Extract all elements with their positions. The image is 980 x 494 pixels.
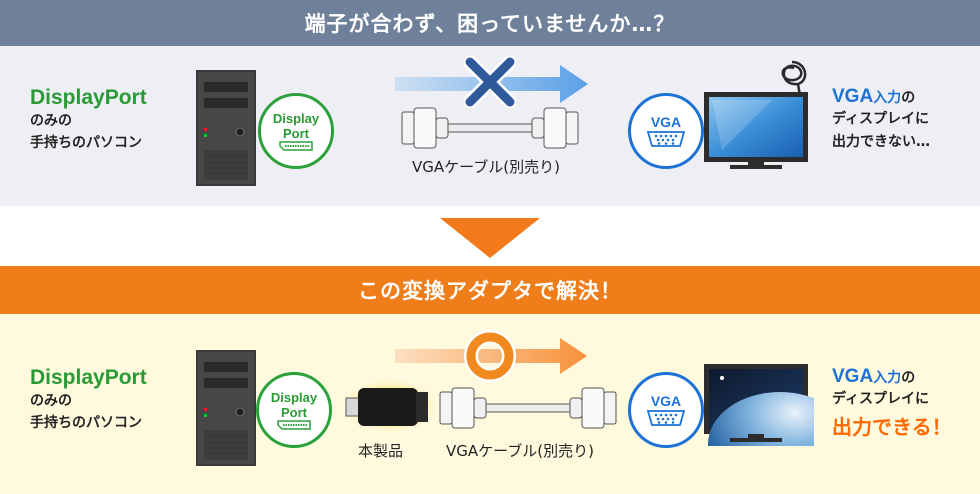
vga-badge-label: VGA — [650, 114, 682, 130]
no-label: の — [901, 90, 916, 106]
vga-port-icon — [646, 410, 686, 426]
dp-badge-line2: Port — [283, 126, 309, 141]
vga-cable-label: VGAケーブル(別売り) — [412, 158, 560, 176]
pc-tower-icon — [196, 70, 256, 186]
vga-badge: VGA — [628, 372, 704, 448]
circle-mark-icon — [464, 330, 516, 382]
vga-display-description-top: VGA入力の ディスプレイに 出力できない… — [832, 86, 930, 154]
problem-title: 端子が合わず、困っていませんか…？ — [0, 0, 980, 46]
pc-line2: 手持ちのパソコン — [30, 135, 142, 151]
cross-mark-icon — [464, 56, 516, 108]
vga-label: VGA — [832, 86, 874, 107]
vga-display-description-bottom: VGA入力の ディスプレイに 出力できる！ — [832, 366, 952, 440]
dp-badge-line1: Display — [270, 390, 318, 405]
down-arrow-icon — [440, 218, 540, 258]
pc-tower-icon — [196, 350, 256, 466]
displayport-connector-icon — [277, 420, 311, 430]
vga-cable-label: VGAケーブル(別売り) — [446, 442, 594, 460]
vga-cable-icon — [401, 107, 579, 149]
monitor-working-icon — [704, 364, 814, 446]
vga-cable-icon — [439, 387, 617, 429]
vga-label: VGA — [832, 366, 874, 387]
pc-line2: 手持ちのパソコン — [30, 415, 142, 431]
displayport-badge: Display Port — [256, 372, 332, 448]
pc-line1: のみの — [30, 393, 72, 409]
success-arrow-icon — [395, 338, 587, 374]
pc-line1: のみの — [30, 113, 72, 129]
no-label: の — [901, 370, 916, 386]
vga-port-icon — [646, 131, 686, 147]
desc-line2: ディスプレイに — [832, 111, 930, 127]
desc-line2: ディスプレイに — [832, 391, 930, 407]
vga-badge: VGA — [628, 93, 704, 169]
monitor-blank-icon — [704, 60, 808, 169]
pc-description-top: DisplayPort のみの 手持ちのパソコン — [30, 86, 147, 154]
product-label: 本製品 — [358, 442, 404, 460]
solution-title: この変換アダプタで解決！ — [0, 266, 980, 314]
desc-line3-success: 出力できる！ — [832, 415, 952, 439]
input-label: 入力 — [873, 370, 902, 386]
desc-line3: 出力できない… — [832, 134, 930, 150]
pc-description-bottom: DisplayPort のみの 手持ちのパソコン — [30, 366, 147, 434]
vga-badge-label: VGA — [650, 393, 682, 409]
displayport-connector-icon — [279, 141, 313, 151]
pc-title: DisplayPort — [30, 86, 147, 109]
pc-title: DisplayPort — [30, 366, 147, 389]
input-label: 入力 — [873, 90, 902, 106]
adapter-product-icon — [340, 378, 440, 434]
dp-badge-line1: Display — [272, 111, 320, 126]
displayport-badge: Display Port — [258, 93, 334, 169]
dp-badge-line2: Port — [281, 405, 307, 420]
